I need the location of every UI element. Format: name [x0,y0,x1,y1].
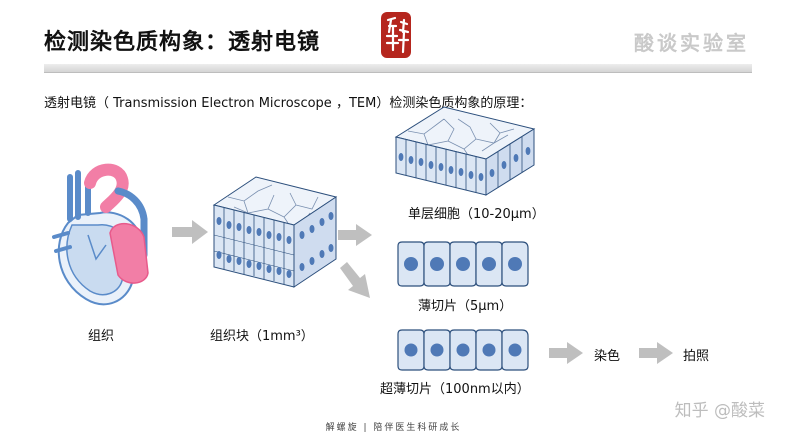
brand-logo: 酸谈实验室 [634,31,749,55]
photo-label: 拍照 [683,349,710,364]
tissue-block-label: 组织块（1mm³） [210,329,314,344]
tissue-block-illustration [212,176,338,288]
arrow-icon [639,342,673,364]
seal-logo [381,12,411,58]
title-divider [44,64,752,73]
page-title: 检测染色质构象：透射电镜 [44,30,321,55]
arrow-icon [338,224,372,246]
single-cell-layer-illustration [394,106,536,196]
thin-section-label: 薄切片（5μm） [418,299,513,314]
arrow-icon [340,262,370,298]
stain-label: 染色 [594,349,621,364]
intro-text: 透射电镜（ Transmission Electron Microscope ，… [44,96,533,111]
watermark: 知乎 @酸菜 [674,401,765,421]
footer-text: 解螺旋 | 陪伴医生科研成长 [325,423,462,433]
ultrathin-section-label: 超薄切片（100nm以内） [380,382,530,397]
thin-section-illustration [397,241,529,287]
single-cell-label: 单层细胞（10-20μm） [408,207,545,222]
heart-illustration [52,163,149,306]
arrow-icon [172,220,208,244]
arrow-icon [549,342,583,364]
tissue-label: 组织 [88,329,115,344]
ultrathin-section-illustration [397,329,529,371]
